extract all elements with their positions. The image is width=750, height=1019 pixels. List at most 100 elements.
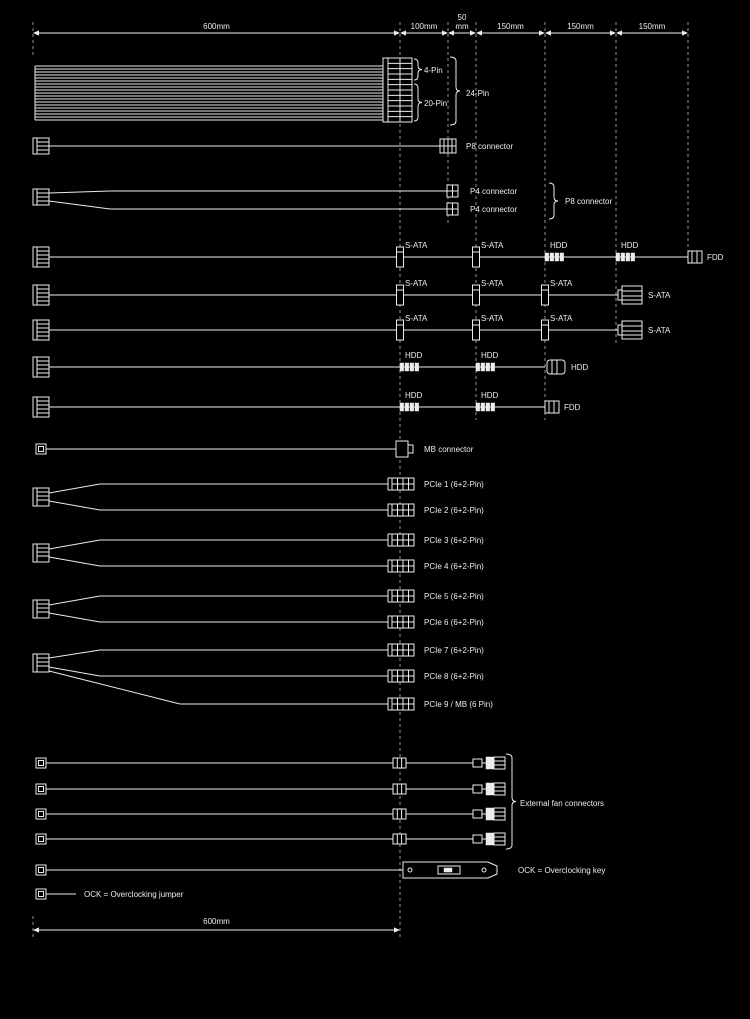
sata-inline-connector — [396, 246, 404, 268]
cable-plug-cap — [32, 653, 38, 673]
ock-switch-knob — [443, 867, 453, 873]
end-connector-label: FDD — [707, 253, 724, 262]
atx-20pin-label: 20-Pin — [424, 99, 447, 108]
inline-connector-label: HDD — [550, 241, 568, 250]
inline-connector-label: HDD — [405, 351, 423, 360]
fan-plug — [472, 809, 483, 819]
inline-connector-label: S-ATA — [405, 241, 428, 250]
end-connector-label: S-ATA — [648, 326, 671, 335]
ruler-label: 150mm — [639, 22, 666, 31]
cable-plug-cap — [32, 319, 38, 341]
small-plug-inner — [38, 891, 44, 897]
hdd-inline-connector-pin — [414, 362, 419, 372]
sata-inline-connector — [472, 246, 480, 268]
fan-socket — [485, 756, 495, 770]
hdd-inline-connector-pin — [475, 362, 480, 372]
brace-20pin — [413, 83, 423, 122]
cable-plug-cap — [32, 284, 38, 306]
inline-connector-label: HDD — [405, 391, 423, 400]
hdd-inline-connector-pin — [414, 402, 419, 412]
fan-plug — [472, 834, 483, 844]
sata-end-connector — [621, 285, 643, 305]
wire — [48, 649, 101, 659]
connector-label: P4 connector — [470, 187, 517, 196]
fan-inline-connector — [392, 808, 407, 820]
inline-connector-label: HDD — [481, 351, 499, 360]
ruler-label: 100mm — [411, 22, 438, 31]
inline-connector-label: S-ATA — [481, 279, 504, 288]
wire — [48, 556, 101, 567]
hdd-inline-connector-pin — [620, 252, 625, 262]
hdd-inline-connector-pin — [409, 402, 414, 412]
sata-inline-connector — [541, 319, 549, 341]
wire — [48, 190, 111, 194]
wire — [48, 539, 101, 550]
sata-inline-connector — [472, 319, 480, 341]
connector-label: PCIe 4 (6+2-Pin) — [424, 562, 484, 571]
connector-label: P8 connector — [466, 142, 513, 151]
dimension-arrowhead — [394, 927, 400, 933]
brace-24pin — [449, 56, 461, 126]
fan-socket-body — [493, 782, 506, 796]
hdd-inline-connector-pin — [549, 252, 554, 262]
fan-plug — [472, 758, 483, 768]
pcie-plug-cap — [387, 589, 393, 603]
hdd-inline-connector-pin — [490, 402, 495, 412]
pcie-plug-cap — [387, 533, 393, 547]
wire — [48, 612, 101, 623]
sata-inline-connector — [396, 319, 404, 341]
connector-label: PCIe 5 (6+2-Pin) — [424, 592, 484, 601]
dimension-arrowhead — [610, 30, 616, 36]
small-plug-inner — [38, 446, 44, 452]
connector-label: PCIe 8 (6+2-Pin) — [424, 672, 484, 681]
hdd-inline-connector-pin — [630, 252, 635, 262]
connector-label: PCIe 7 (6+2-Pin) — [424, 646, 484, 655]
wire — [48, 666, 101, 677]
brace-4pin — [413, 58, 423, 81]
cable-plug-body — [36, 319, 50, 341]
inline-connector-label: S-ATA — [481, 314, 504, 323]
connector-label: P4 connector — [470, 205, 517, 214]
cable-plug-body — [36, 396, 50, 418]
cable-plug-cap — [32, 487, 38, 507]
small-plug-inner — [38, 867, 44, 873]
inline-connector-label: S-ATA — [481, 241, 504, 250]
sata-inline-connector — [396, 284, 404, 306]
fan-socket-body — [493, 756, 506, 770]
ruler-label: 600mm — [203, 22, 230, 31]
hdd-inline-connector-pin — [615, 252, 620, 262]
dimension-arrowhead — [442, 30, 448, 36]
small-plug-inner — [38, 760, 44, 766]
ruler-label: 600mm — [203, 917, 230, 926]
cable-plug-body — [36, 599, 50, 619]
inline-connector-label: S-ATA — [405, 279, 428, 288]
atx-4pin-label: 4-Pin — [424, 66, 443, 75]
end-connector-label: S-ATA — [648, 291, 671, 300]
hdd-inline-connector-pin — [485, 402, 490, 412]
sata-inline-connector — [541, 284, 549, 306]
ruler-label: 150mm — [567, 22, 594, 31]
connector-label: P8 connector — [565, 197, 612, 206]
cable-plug-cap — [32, 246, 38, 268]
cable-plug-cap — [32, 188, 38, 206]
hdd-inline-connector-pin — [490, 362, 495, 372]
hdd-inline-connector-pin — [404, 362, 409, 372]
dimension-arrowhead — [448, 30, 454, 36]
cable-plug-body — [36, 487, 50, 507]
pcie-plug-cap — [387, 477, 393, 491]
hdd-inline-connector-pin — [399, 362, 404, 372]
pcie-plug-cap — [387, 559, 393, 573]
ruler-label: 50 — [458, 13, 467, 22]
fan-inline-connector — [392, 757, 407, 769]
cable-plug-cap — [32, 599, 38, 619]
hdd-inline-connector-pin — [554, 252, 559, 262]
mb-connector — [395, 440, 409, 458]
ruler-label: mm — [455, 22, 469, 31]
pcie-plug-cap — [387, 669, 393, 683]
fan-socket — [485, 782, 495, 796]
dimension-arrowhead — [539, 30, 545, 36]
atx-24pin-label: 24-Pin — [466, 89, 489, 98]
bracket-hole — [481, 867, 487, 873]
